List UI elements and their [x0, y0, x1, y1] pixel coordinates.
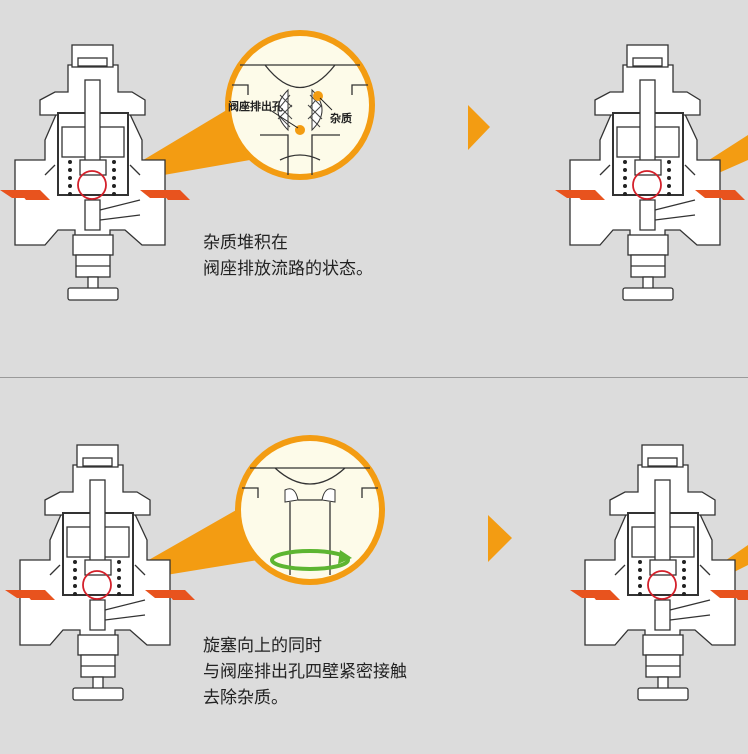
- label-seat-hole: 阀座排出孔: [228, 99, 283, 113]
- valve-diagram-right: [555, 44, 746, 301]
- panel-cleaning-state: 旋塞向上的同时 与阀座排出孔四壁紧密接触 去除杂质。: [0, 380, 748, 754]
- caption-line: 旋塞向上的同时: [203, 636, 322, 656]
- valve-diagram-right: [570, 444, 748, 701]
- divider: [0, 377, 748, 378]
- caption-line: 去除杂质。: [203, 688, 288, 708]
- caption-line: 阀座排放流路的状态。: [203, 259, 373, 279]
- caption: 旋塞向上的同时 与阀座排出孔四壁紧密接触 去除杂质。: [203, 633, 407, 711]
- panel-clogged-state: 阀座排出孔 杂质 杂质堆积在 阀座排放流路的状态。: [0, 0, 748, 374]
- valve-diagram-left: [5, 444, 196, 701]
- next-arrow-icon: [468, 105, 490, 150]
- caption-line: 与阀座排出孔四壁紧密接触: [203, 662, 407, 682]
- magnifier-callout: 阀座排出孔 杂质: [225, 30, 375, 180]
- magnifier-callout: [235, 435, 385, 585]
- caption: 杂质堆积在 阀座排放流路的状态。: [203, 230, 373, 282]
- next-arrow-icon: [488, 515, 512, 562]
- label-debris: 杂质: [330, 111, 352, 125]
- caption-line: 杂质堆积在: [203, 233, 288, 253]
- valve-diagram-left: [0, 44, 191, 301]
